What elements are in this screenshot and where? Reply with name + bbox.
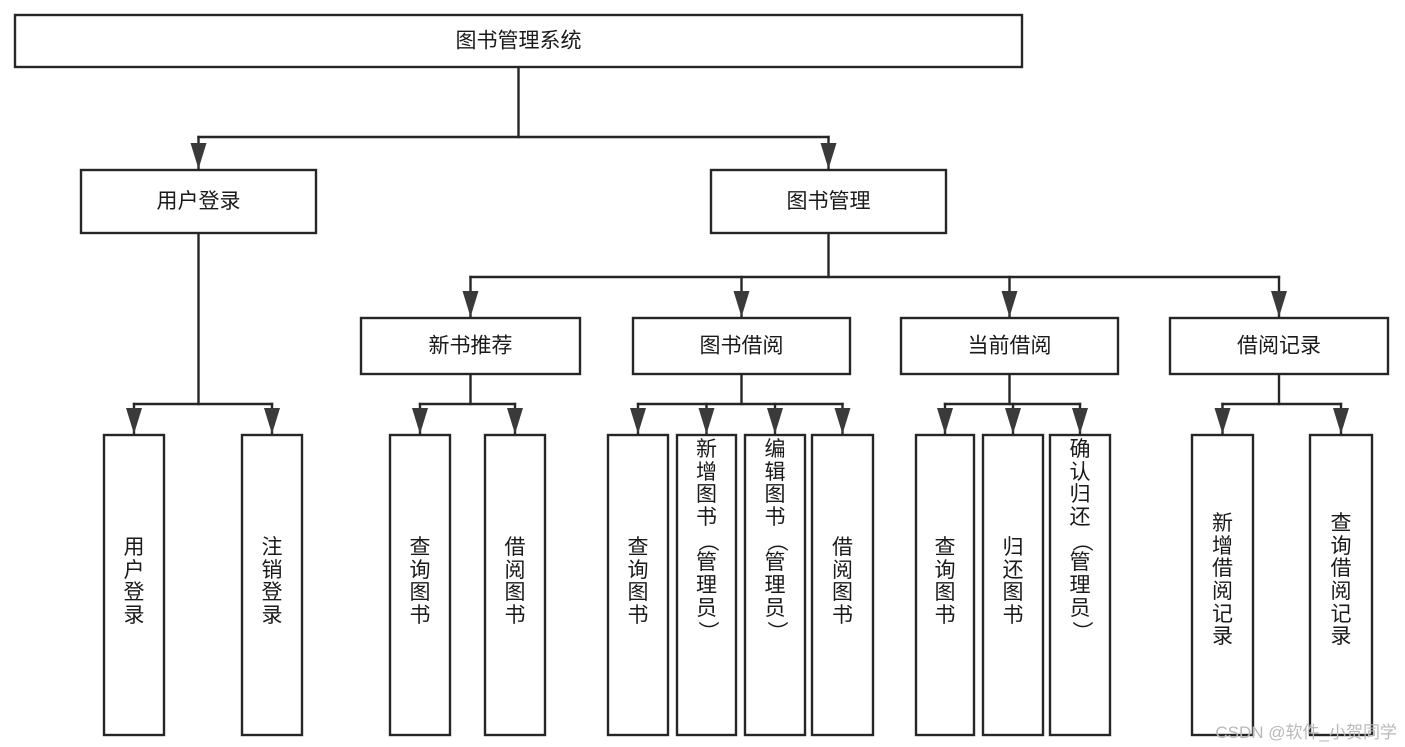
node-label-root: 图书管理系统 (456, 30, 582, 53)
arrow-to-leaf-query-book-recommend (412, 408, 428, 434)
arrow-to-leaf-borrow-book-recommend (507, 408, 523, 434)
node-box-leaf-query-book-recommend[interactable] (388, 433, 452, 737)
connector-lines-layer (126, 65, 1349, 436)
arrow-to-leaf-add-book-admin (698, 408, 715, 434)
node-box-user-login[interactable] (79, 168, 318, 235)
node-box-leaf-add-borrow-record[interactable] (1190, 433, 1255, 737)
node-box-leaf-add-book-admin[interactable] (675, 433, 738, 737)
arrow-to-leaf-query-borrow-record (1333, 408, 1349, 434)
arrow-to-leaf-add-borrow-record (1214, 408, 1231, 434)
arrow-to-leaf-query-book-current (937, 408, 953, 434)
node-box-borrow-record[interactable] (1168, 316, 1390, 376)
node-box-leaf-borrow-book-recommend[interactable] (483, 433, 547, 737)
node-box-leaf-edit-book-admin[interactable] (743, 433, 807, 737)
arrow-to-leaf-user-login (126, 408, 142, 434)
node-box-new-book-recommend[interactable] (359, 316, 582, 376)
arrow-to-leaf-return-book (1005, 408, 1021, 434)
node-label-current-borrow: 当前借阅 (968, 335, 1052, 358)
arrow-to-current-borrow (1001, 291, 1018, 317)
node-box-leaf-logout[interactable] (240, 433, 304, 737)
arrow-to-leaf-edit-book-admin (767, 408, 783, 434)
arrow-to-leaf-logout (264, 408, 280, 434)
arrow-to-book-management (820, 143, 837, 169)
arrow-to-leaf-query-book-borrow (630, 408, 646, 434)
node-boxes-layer (13, 13, 1390, 737)
arrow-to-book-borrow (733, 291, 750, 317)
node-label-borrow-record: 借阅记录 (1237, 335, 1321, 358)
node-box-leaf-query-book-current[interactable] (914, 433, 976, 737)
arrow-to-leaf-confirm-return-admin (1072, 408, 1088, 434)
node-box-book-borrow[interactable] (631, 316, 852, 376)
node-box-leaf-query-borrow-record[interactable] (1308, 433, 1374, 737)
node-label-book-borrow: 图书借阅 (700, 335, 784, 358)
arrow-to-user-login (190, 143, 207, 169)
node-box-leaf-confirm-return-admin[interactable] (1048, 433, 1112, 737)
arrow-to-new-book-recommend (462, 291, 479, 317)
node-box-current-borrow[interactable] (899, 316, 1120, 376)
arrow-to-borrow-record (1271, 291, 1287, 317)
node-box-book-management[interactable] (709, 168, 948, 235)
node-label-user-login: 用户登录 (157, 190, 241, 213)
node-label-new-book-recommend: 新书推荐 (429, 335, 513, 358)
node-box-leaf-user-login[interactable] (102, 433, 166, 737)
node-box-leaf-borrow-book[interactable] (810, 433, 875, 737)
node-box-root[interactable] (13, 13, 1024, 69)
node-box-leaf-return-book[interactable] (981, 433, 1045, 737)
arrow-to-leaf-borrow-book (834, 408, 851, 434)
node-label-book-management: 图书管理 (787, 190, 871, 213)
node-box-leaf-query-book-borrow[interactable] (606, 433, 670, 737)
